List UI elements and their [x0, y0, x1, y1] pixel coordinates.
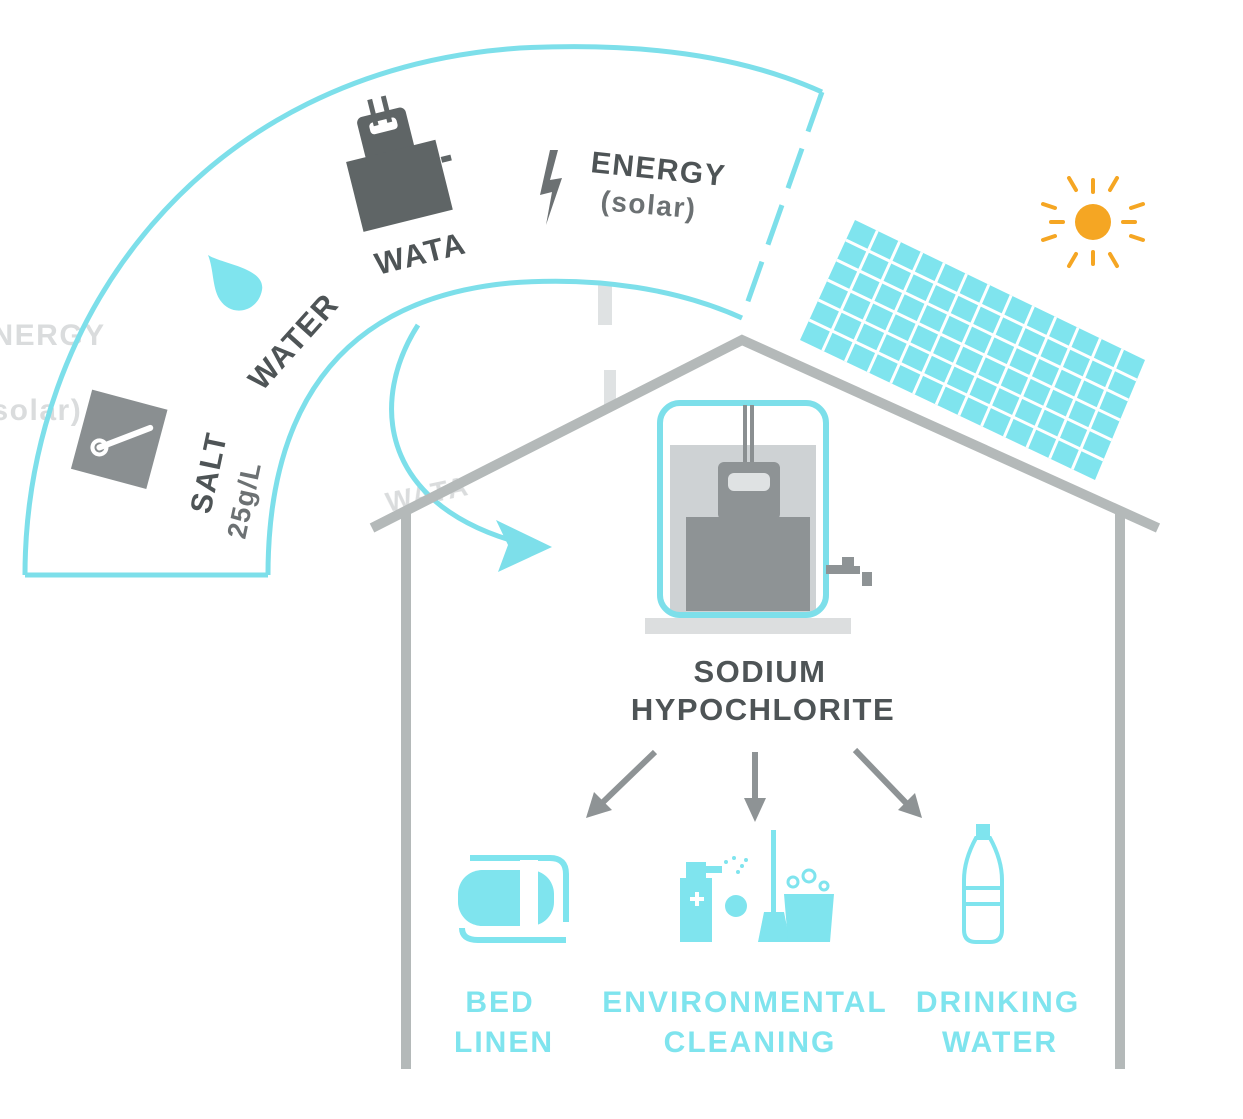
use-label-bed-line2: LINEN: [454, 1026, 554, 1059]
salt-label: SALT: [185, 429, 234, 516]
product-label-line1: SODIUM: [694, 654, 827, 689]
bed-linen-icon: [458, 855, 569, 943]
use-label-cleaning-line2: CLEANING: [664, 1026, 837, 1059]
product-label-line2: HYPOCHLORITE: [631, 692, 895, 727]
solar-panel-grid-line: [817, 298, 1113, 442]
energy-solar-label: (solar): [599, 185, 697, 224]
arc-outer-edge: [22, 44, 824, 576]
cleaning-supplies-icon: [680, 830, 834, 942]
process-arc: [22, 44, 825, 578]
ghost-mark: [604, 370, 616, 408]
house-roof: [369, 334, 1161, 533]
arrow-to-bed-linen: [597, 749, 658, 808]
water-label: WATER: [241, 286, 345, 396]
sun-icon: [1041, 176, 1145, 268]
ghost-mark: [598, 285, 612, 325]
use-label-cleaning-line1: ENVIRONMENTAL: [602, 986, 887, 1019]
solar-panel-grid-line: [836, 258, 1129, 402]
ghost-solar-label: (solar): [0, 394, 82, 427]
arc-inner-edge: [265, 278, 744, 576]
hypochlorite-tank-icon: [645, 400, 872, 634]
wata-label: WATA: [371, 225, 469, 281]
use-label-drinking-line1: DRINKING: [916, 986, 1080, 1019]
flow-arrow-head: [496, 520, 552, 572]
wata-device-icon: [346, 95, 453, 232]
solar-panel-icon: [800, 220, 1145, 480]
use-label-drinking-line2: WATER: [942, 1026, 1058, 1059]
tap-icon: [826, 557, 872, 586]
flow-arrow-curve: [389, 323, 511, 543]
distribution-arrows: [586, 747, 922, 822]
solar-panel-grid-line: [845, 238, 1138, 382]
water-bottle-icon: [962, 824, 1004, 944]
flow-arrow: [389, 323, 552, 572]
arc-right-cap: [739, 91, 825, 319]
solar-panel-grid-line: [826, 278, 1121, 422]
energy-bolt-icon: [540, 150, 562, 225]
salt-concentration-label: 25g/L: [222, 459, 268, 542]
use-label-bed-line1: BED: [465, 986, 534, 1019]
solar-panel-grid-line: [808, 318, 1104, 462]
salt-bag-icon: [70, 389, 168, 489]
arrow-to-drinking-water: [852, 747, 911, 808]
water-drop-icon: [208, 255, 263, 311]
ghost-energy-label: ENERGY: [0, 319, 106, 352]
house-outline: [369, 334, 1161, 1069]
